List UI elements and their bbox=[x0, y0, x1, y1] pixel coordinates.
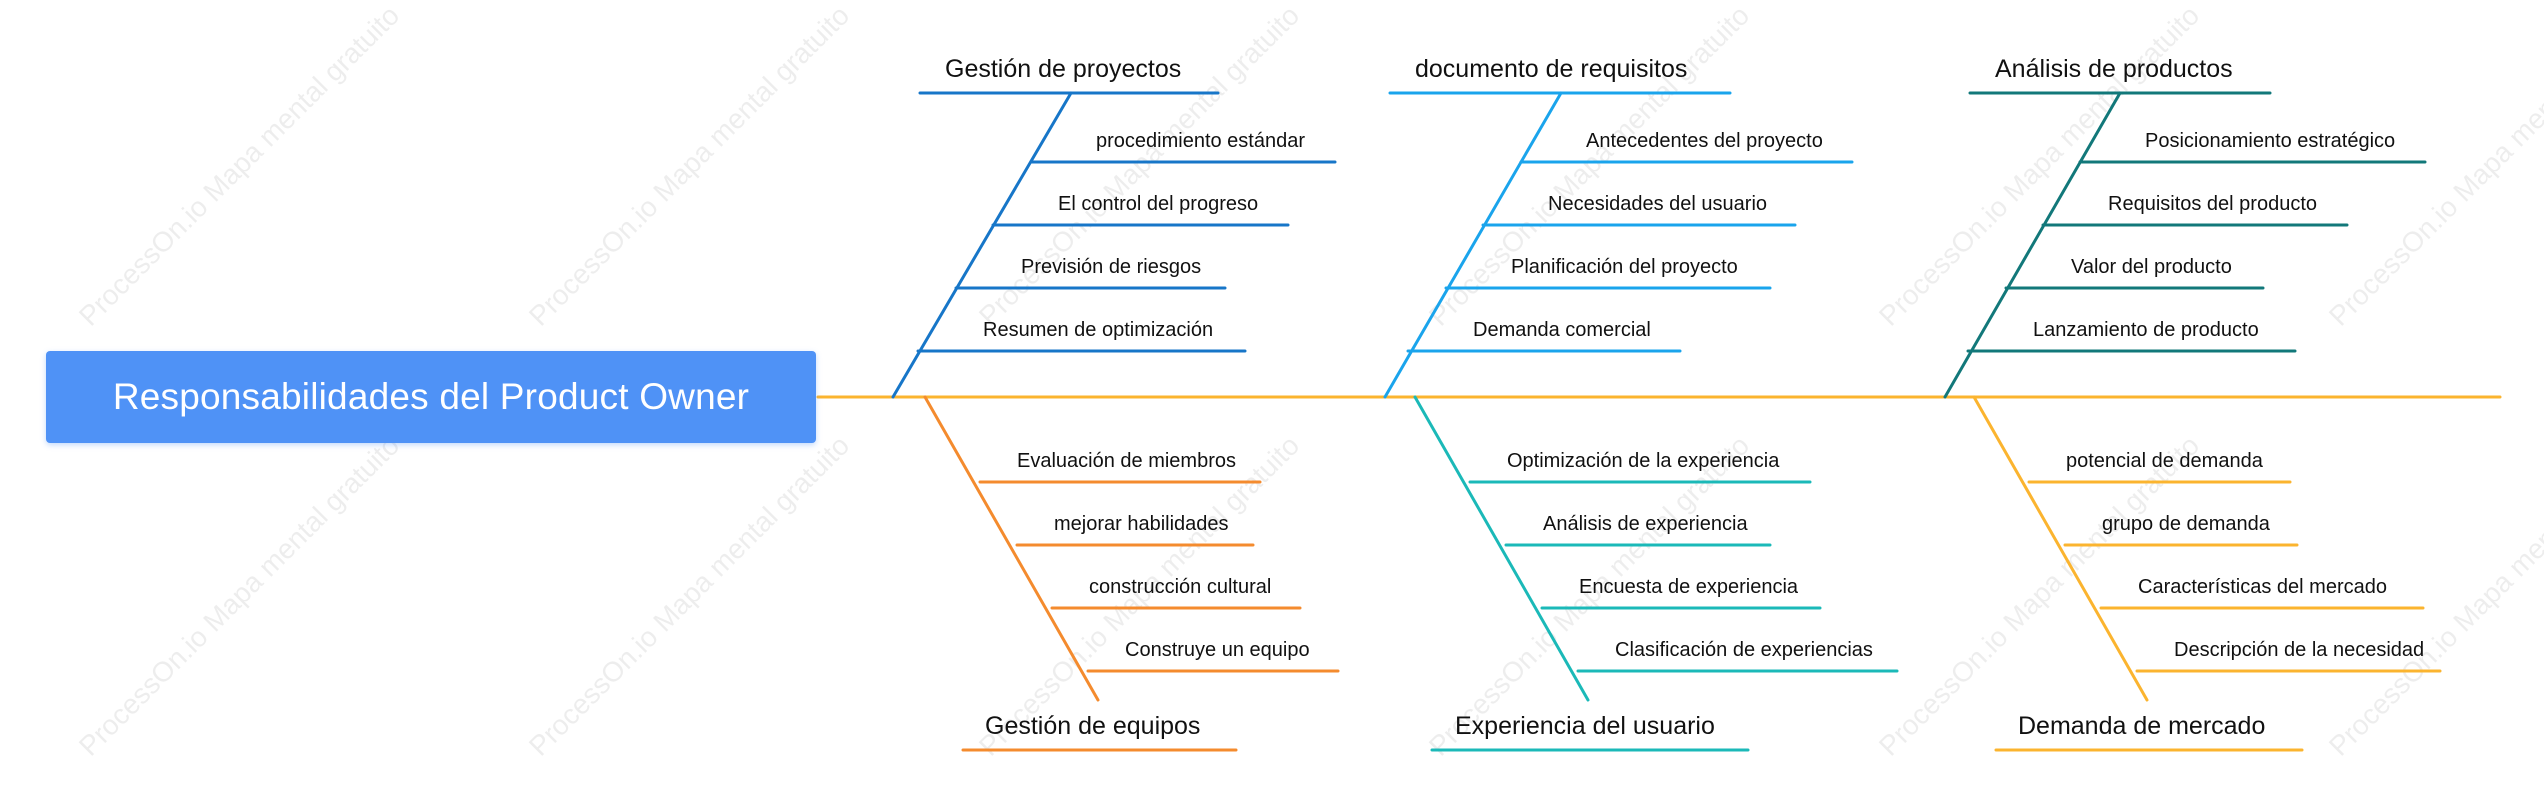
top-sub-label[interactable]: Resumen de optimización bbox=[983, 319, 1214, 341]
bottom-branch-bone bbox=[1413, 395, 1590, 702]
top-branch-title[interactable]: documento de requisitos bbox=[1415, 55, 1688, 83]
bottom-branch-bone bbox=[1972, 395, 2149, 702]
bottom-sub-label[interactable]: Descripción de la necesidad bbox=[2174, 639, 2425, 661]
top-sub-label[interactable]: Demanda comercial bbox=[1473, 319, 1651, 341]
bottom-sub-label[interactable]: mejorar habilidades bbox=[1054, 513, 1229, 535]
bottom-sub-label[interactable]: grupo de demanda bbox=[2102, 513, 2270, 535]
top-branch-bone bbox=[1943, 91, 2122, 399]
bottom-sub-label[interactable]: Evaluación de miembros bbox=[1017, 450, 1236, 472]
root-topic-label: Responsabilidades del Product Owner bbox=[112, 376, 750, 417]
top-branch-bone bbox=[1383, 91, 1563, 399]
bottom-sub-label[interactable]: Construye un equipo bbox=[1125, 639, 1310, 661]
top-sub-label[interactable]: Planificación del proyecto bbox=[1511, 256, 1738, 278]
top-branch-title[interactable]: Gestión de proyectos bbox=[945, 55, 1182, 83]
bottom-branch-title[interactable]: Experiencia del usuario bbox=[1455, 712, 1715, 740]
bottom-sub-label[interactable]: Encuesta de experiencia bbox=[1579, 576, 1799, 598]
bottom-sub-label[interactable]: Características del mercado bbox=[2138, 576, 2387, 598]
top-sub-label[interactable]: Lanzamiento de producto bbox=[2033, 319, 2259, 341]
top-sub-label[interactable]: Posicionamiento estratégico bbox=[2145, 130, 2396, 152]
top-sub-label[interactable]: Antecedentes del proyecto bbox=[1586, 130, 1823, 152]
bottom-sub-label[interactable]: potencial de demanda bbox=[2066, 450, 2263, 472]
bottom-branch-bone bbox=[923, 395, 1100, 702]
bottom-sub-label[interactable]: Clasificación de experiencias bbox=[1615, 639, 1873, 661]
top-sub-label[interactable]: Requisitos del producto bbox=[2108, 193, 2318, 215]
top-branch-title[interactable]: Análisis de productos bbox=[1995, 55, 2233, 83]
bottom-branch-title[interactable]: Gestión de equipos bbox=[985, 712, 1201, 740]
bottom-branch-title[interactable]: Demanda de mercado bbox=[2018, 712, 2266, 740]
bottom-sub-label[interactable]: Análisis de experiencia bbox=[1543, 513, 1748, 535]
root-topic[interactable]: Responsabilidades del Product Owner bbox=[46, 351, 816, 443]
bottom-sub-label[interactable]: construcción cultural bbox=[1089, 576, 1272, 598]
top-sub-label[interactable]: Necesidades del usuario bbox=[1548, 193, 1768, 215]
top-sub-label[interactable]: Valor del producto bbox=[2071, 256, 2232, 278]
top-sub-label[interactable]: El control del progreso bbox=[1058, 193, 1259, 215]
top-sub-label[interactable]: procedimiento estándar bbox=[1096, 130, 1306, 152]
top-sub-label[interactable]: Previsión de riesgos bbox=[1021, 256, 1202, 278]
bottom-sub-label[interactable]: Optimización de la experiencia bbox=[1507, 450, 1780, 472]
top-branch-bone bbox=[891, 91, 1073, 399]
